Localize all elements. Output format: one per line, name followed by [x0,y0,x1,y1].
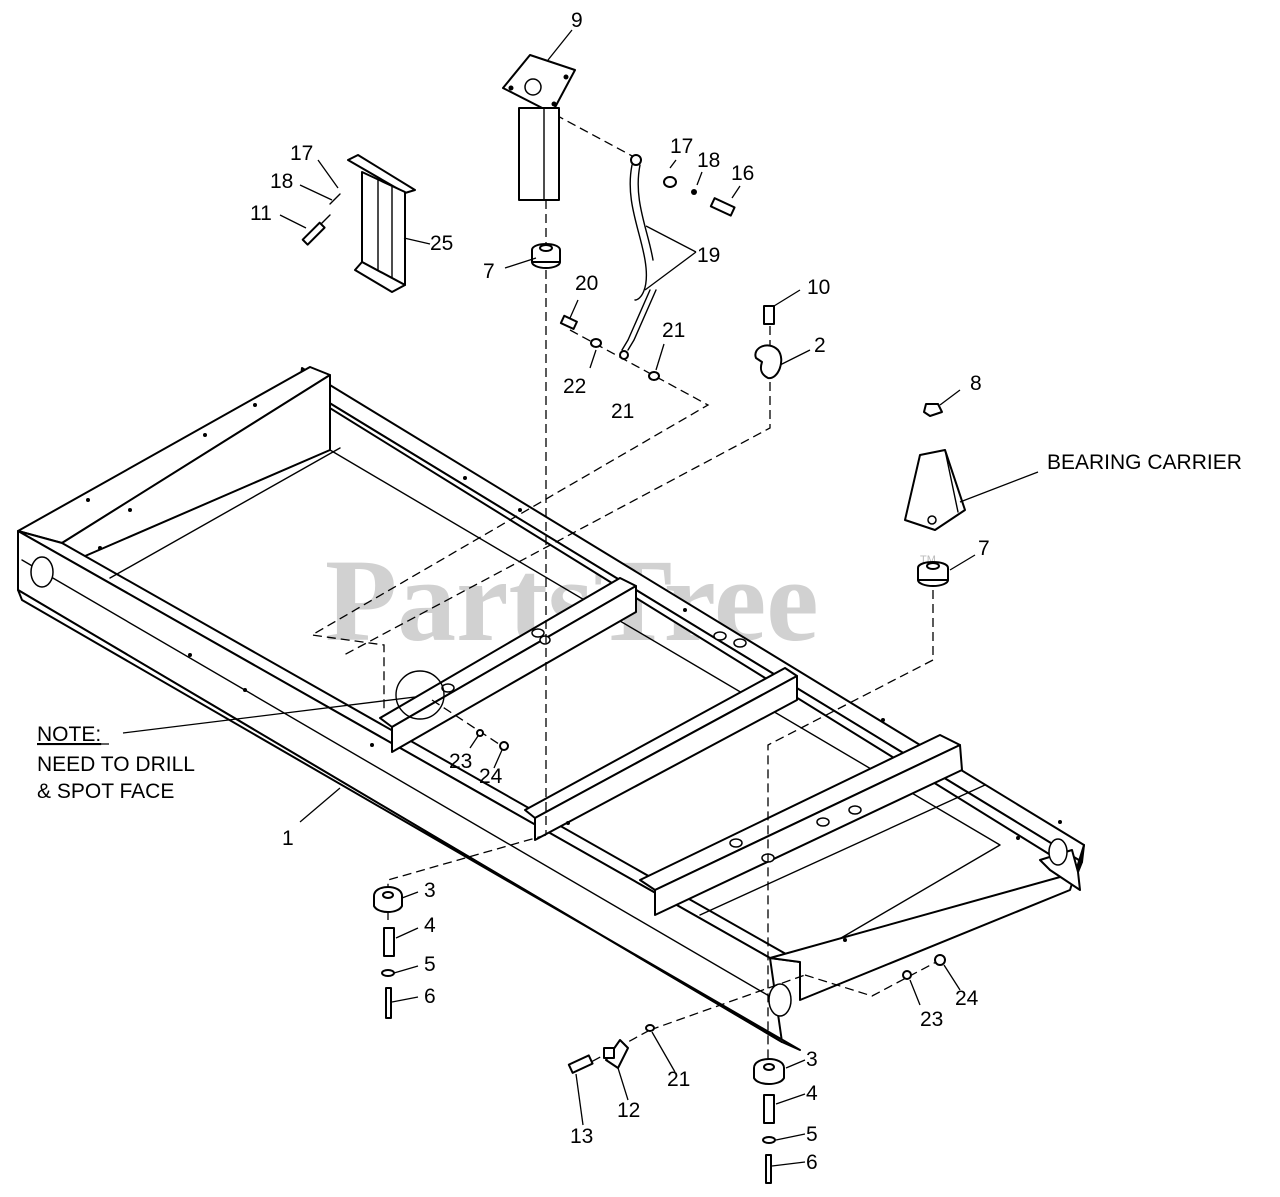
isolators [373,243,949,1085]
callout-21: 21 [662,319,685,342]
upper-mount-post [502,54,576,201]
callout-7: 7 [483,260,495,283]
callout-18: 18 [270,170,293,193]
callout-25: 25 [430,232,453,255]
callout-4: 4 [424,914,436,937]
support-bracket [301,154,416,293]
base-frame [17,366,1085,1051]
lower-mount-hardware [381,927,776,1184]
callout-21: 21 [667,1068,690,1091]
note-line-2: & SPOT FACE [37,780,174,803]
leader-lines [122,29,1039,1167]
bearing-carrier [904,403,966,531]
callout-12: 12 [617,1099,640,1122]
callout-1: 1 [282,827,294,850]
callout-17: 17 [290,142,313,165]
callout-3: 3 [806,1048,818,1071]
ground-strap [619,154,736,360]
callout-13: 13 [570,1125,593,1148]
callout-10: 10 [807,276,830,299]
callout-23: 23 [920,1008,943,1031]
callout-6: 6 [424,985,436,1008]
callout-19: 19 [697,244,720,267]
callout-numbers: 9 17 18 11 25 7 17 18 16 19 20 21 22 21 … [37,9,1242,1174]
callout-7: 7 [978,537,990,560]
callout-24: 24 [479,765,503,788]
callout-20: 20 [575,272,598,295]
bearing-carrier-label: BEARING CARRIER [1047,451,1242,474]
callout-2: 2 [814,334,826,357]
callout-5: 5 [806,1123,818,1146]
callout-8: 8 [970,372,982,395]
strap-hardware [559,314,660,381]
terminal-lug [567,1039,629,1074]
nuts-washers [476,729,946,1032]
callout-17: 17 [670,135,693,158]
note-title: NOTE: [37,723,101,746]
callout-23: 23 [449,750,472,773]
callout-6: 6 [806,1151,818,1174]
callout-16: 16 [731,162,754,185]
callout-3: 3 [424,879,436,902]
callout-22: 22 [563,375,586,398]
callout-24: 24 [955,987,979,1010]
callout-18: 18 [697,149,720,172]
callout-5: 5 [424,953,436,976]
callout-21: 21 [611,400,634,423]
callout-9: 9 [571,9,583,32]
cable-clamp [754,305,783,380]
callout-4: 4 [806,1082,818,1105]
note-line-1: NEED TO DRILL [37,753,195,776]
callout-11: 11 [250,202,272,225]
